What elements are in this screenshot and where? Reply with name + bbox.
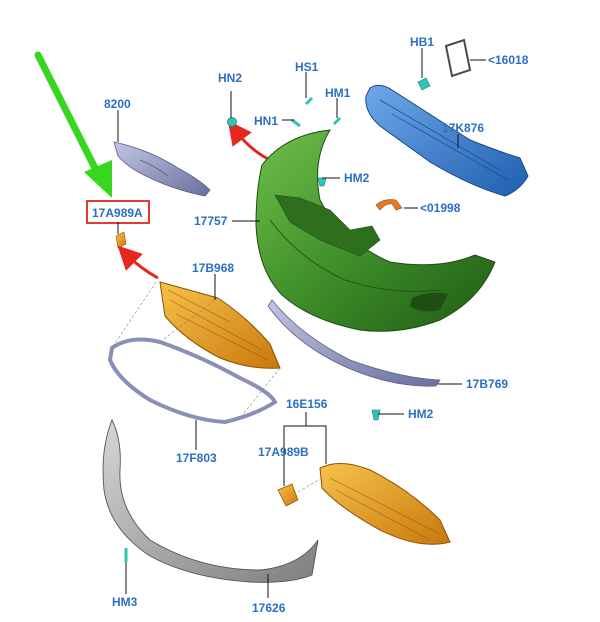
part-hm2-top-clip xyxy=(317,177,327,187)
label-16e156: 16E156 xyxy=(286,397,328,411)
part-17a989a-bracket xyxy=(115,231,127,249)
part-hn1-clip xyxy=(291,118,301,128)
label-17757: 17757 xyxy=(194,214,228,228)
label-hm2-bottom: HM2 xyxy=(408,407,434,421)
part-8200-grille xyxy=(113,141,211,197)
part-hb1-bolt xyxy=(417,77,431,91)
part-hs1-screw xyxy=(304,96,314,106)
pointer-arrow-icon xyxy=(34,51,112,198)
label-8200: 8200 xyxy=(104,97,131,111)
part-17b968-deflector xyxy=(159,281,281,369)
label-17b769: 17B769 xyxy=(466,377,508,391)
flow-arrow-icon xyxy=(227,120,271,162)
label-hb1: HB1 xyxy=(410,35,434,49)
label-hm1: HM1 xyxy=(325,86,351,100)
label-01998: <01998 xyxy=(420,201,461,215)
label-17b968: 17B968 xyxy=(192,261,234,275)
flow-arrow-icon xyxy=(117,245,159,280)
part-01998-bracket xyxy=(375,199,403,211)
label-17a989a: 17A989A xyxy=(92,206,143,220)
part-hn2-clip xyxy=(227,117,237,127)
label-hs1: HS1 xyxy=(295,60,319,74)
part-17b769-trim xyxy=(267,299,441,387)
part-17757-bumper-cover xyxy=(255,129,496,332)
part-16e156-deflector xyxy=(297,463,451,545)
part-hm1-clip xyxy=(332,116,342,126)
label-hn1: HN1 xyxy=(254,114,278,128)
part-16018-bracket xyxy=(444,38,472,78)
label-hn2-top: HN2 xyxy=(218,71,242,85)
part-17k876-reinforcement xyxy=(365,84,529,197)
part-hm2-bottom-clip xyxy=(371,409,381,421)
part-17f803-molding xyxy=(107,281,281,425)
part-17a989b-bracket xyxy=(277,483,299,507)
label-17f803: 17F803 xyxy=(176,451,217,465)
label-16018: <16018 xyxy=(488,53,529,67)
leader-lines xyxy=(117,48,486,598)
label-17k876: 17K876 xyxy=(442,121,484,135)
label-17626: 17626 xyxy=(252,601,286,615)
label-17a989b: 17A989B xyxy=(258,445,309,459)
part-17626-lower-panel xyxy=(102,418,319,583)
label-hm3: HM3 xyxy=(112,595,138,609)
label-hm2-top: HM2 xyxy=(344,171,370,185)
